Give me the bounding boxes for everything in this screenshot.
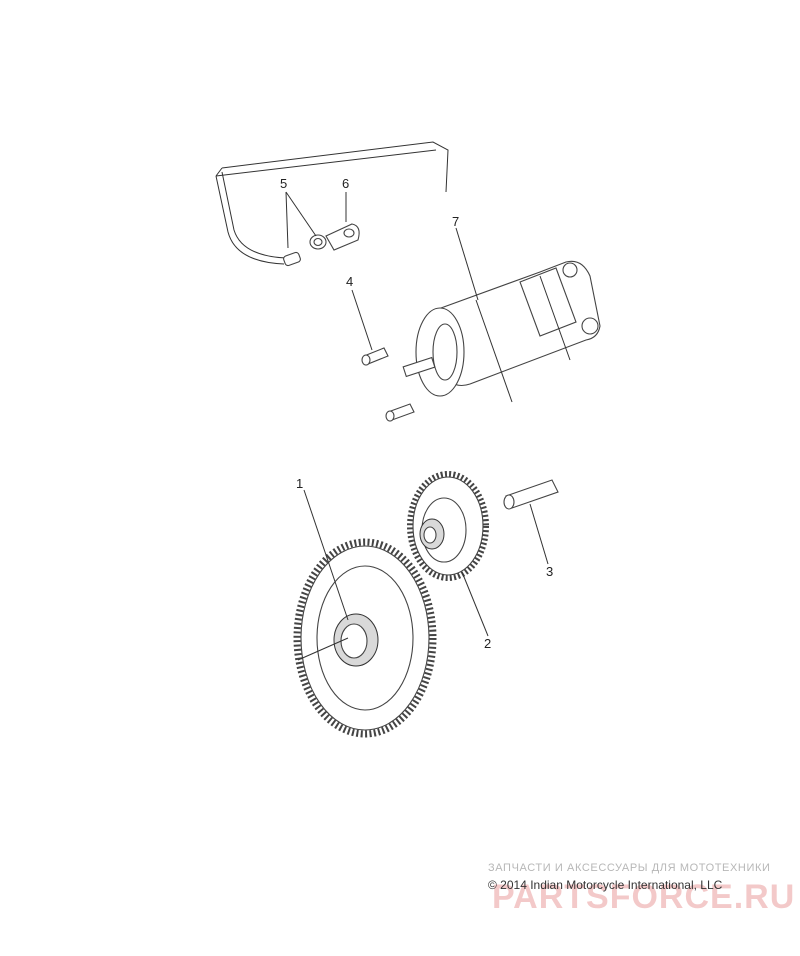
leader-lines bbox=[285, 191, 549, 661]
callout-2: 2 bbox=[484, 636, 491, 651]
callout-5: 5 bbox=[280, 176, 287, 191]
callout-1: 1 bbox=[296, 476, 303, 491]
watermark-tagline: ЗАПЧАСТИ И АКСЕССУАРЫ ДЛЯ МОТОТЕХНИКИ bbox=[488, 862, 771, 874]
copyright-notice: © 2014 Indian Motorcycle International, … bbox=[488, 878, 723, 892]
watermark-logo: PARTSFORCE.RU bbox=[492, 878, 796, 916]
pin-part-3 bbox=[503, 479, 559, 510]
gear-part-2 bbox=[407, 471, 489, 581]
bolt-part-4 bbox=[361, 347, 415, 422]
boot-part-6 bbox=[325, 223, 360, 251]
starter-cable bbox=[215, 141, 449, 265]
callout-4: 4 bbox=[346, 274, 353, 289]
callout-3: 3 bbox=[546, 564, 553, 579]
callout-7: 7 bbox=[452, 214, 459, 229]
terminal-part-5 bbox=[283, 234, 327, 267]
callout-6: 6 bbox=[342, 176, 349, 191]
starter-motor-part-7 bbox=[402, 260, 601, 403]
gear-part-1 bbox=[293, 538, 437, 738]
